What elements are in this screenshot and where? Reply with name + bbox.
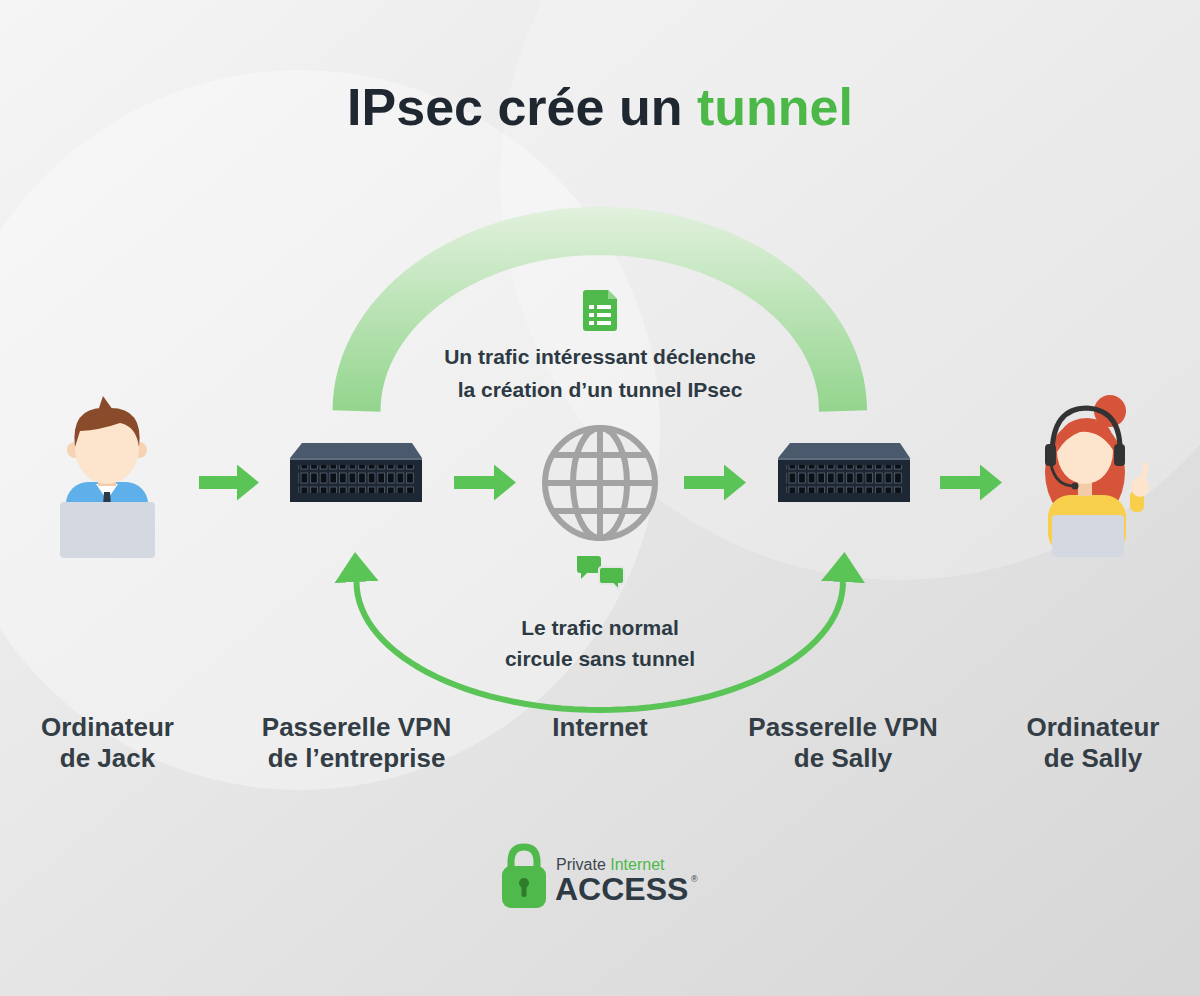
flow-arrow: [684, 476, 724, 489]
connector-label: Le trafic normal circule sans tunnel: [495, 612, 705, 674]
word: un: [619, 78, 697, 136]
logo-text: Private Internet: [556, 857, 665, 873]
word: crée: [497, 78, 618, 136]
word: IPsec: [347, 78, 497, 136]
vpn-gateway-icon: [290, 443, 422, 502]
registered-mark: ®: [691, 875, 698, 884]
diagram-title: IPsec crée un tunnel: [0, 76, 1200, 138]
logo-wordmark: ACCESS: [555, 873, 688, 905]
logo-padlock: [502, 847, 546, 908]
device-node: Internet: [520, 420, 680, 545]
ipsec-tunnel-band: [357, 231, 844, 411]
globe-icon: [545, 428, 655, 538]
device-node: Passerelle VPN de l’entreprise: [263, 415, 450, 550]
word: Private: [556, 856, 610, 873]
device-label: Passerelle VPN de Sally: [738, 712, 948, 774]
device-node: Ordinateur de Sally: [1006, 400, 1180, 565]
flow-arrow: [199, 476, 237, 489]
sally-figure: [1045, 395, 1149, 557]
vpn-gateway-icon: [778, 443, 910, 502]
device-label: Ordinateur de Jack: [33, 712, 183, 774]
flow-arrow: [940, 476, 980, 489]
jack-figure: [60, 396, 155, 558]
connector-label: Un trafic intéressant déclenche la créat…: [440, 340, 760, 406]
document-icon: [583, 290, 617, 331]
device-label: Passerelle VPN de l’entreprise: [252, 712, 462, 774]
device-label: Internet: [552, 712, 647, 743]
device-node: Ordinateur de Jack: [20, 400, 195, 565]
chat-icon: [577, 556, 624, 590]
device-node: Passerelle VPN de Sally: [750, 415, 936, 550]
flow-arrow: [454, 476, 494, 489]
device-label: Ordinateur de Sally: [1018, 712, 1168, 774]
word: tunnel: [697, 78, 853, 136]
word: Internet: [610, 856, 664, 873]
normal-traffic-arrow: [357, 582, 844, 710]
